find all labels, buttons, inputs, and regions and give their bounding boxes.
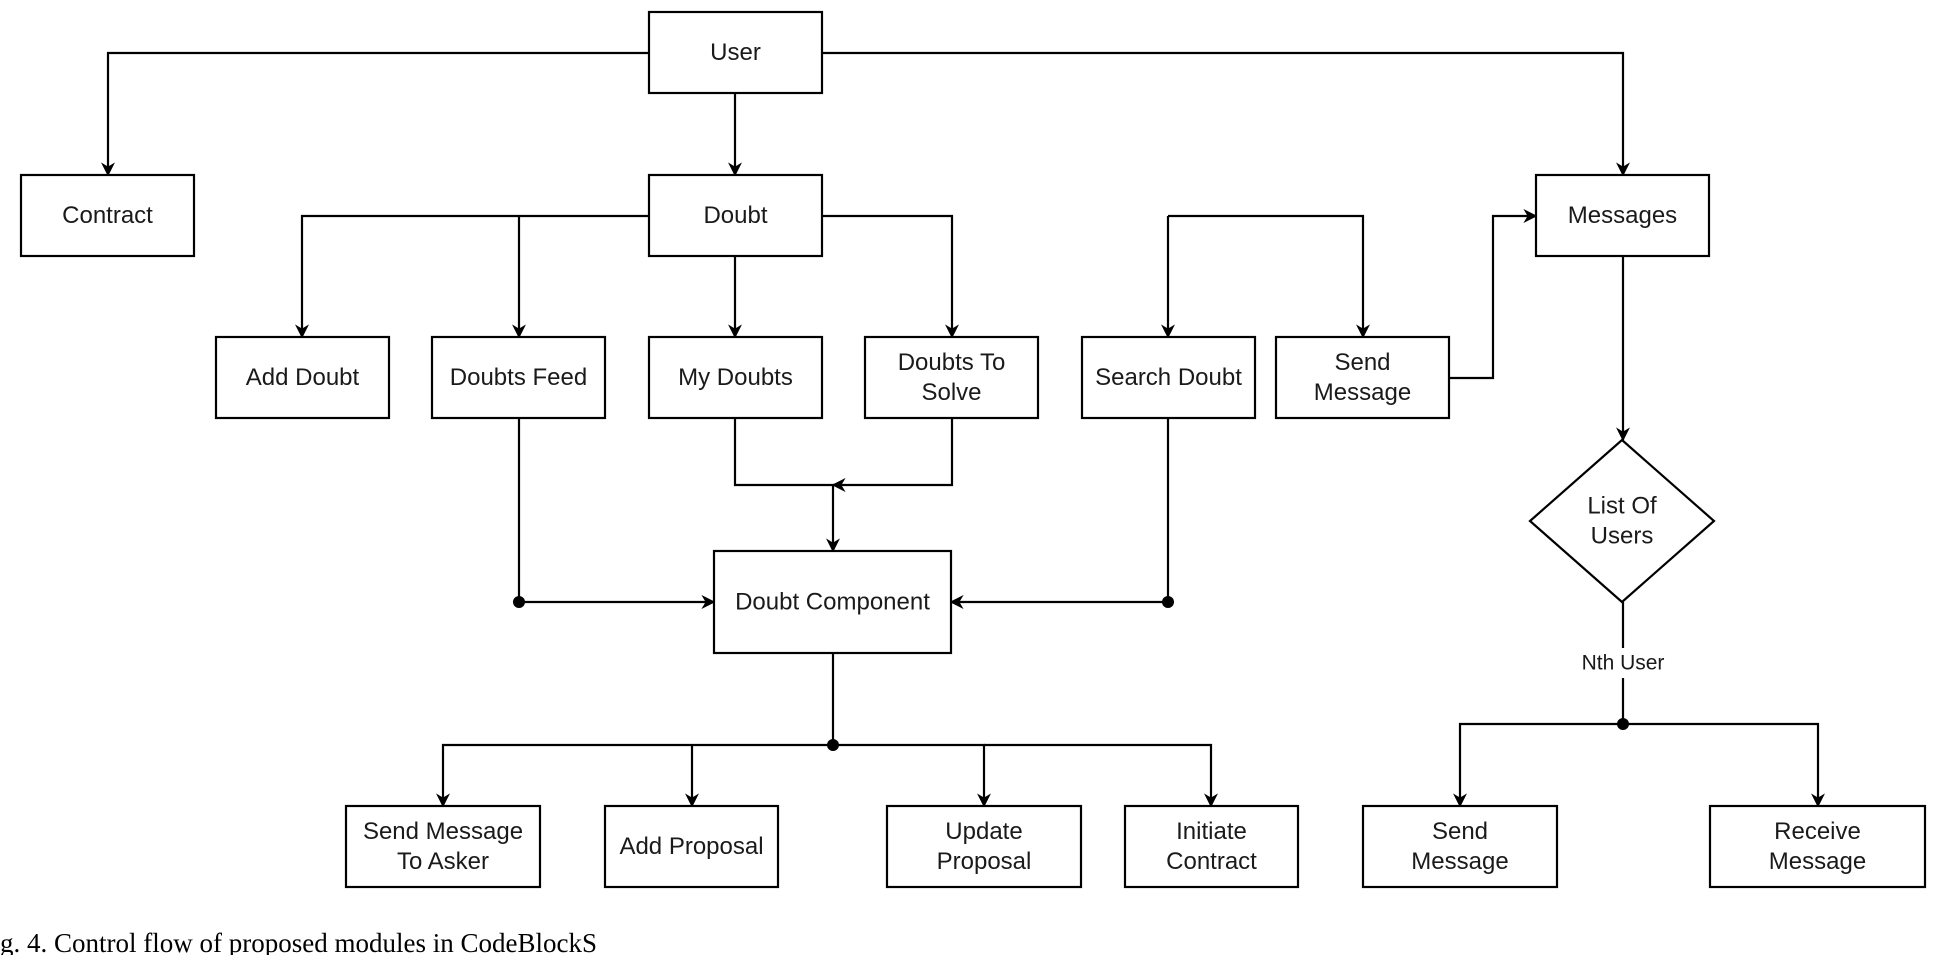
node-doubt-component: Doubt Component: [712, 549, 953, 655]
box-shape: [647, 335, 824, 420]
node-label: Message: [1314, 379, 1411, 406]
box-shape: [1123, 804, 1300, 889]
edge-doubt-component-send-message-to-asker: [436, 653, 835, 808]
box-shape: [1080, 335, 1257, 420]
box-shape: [344, 804, 542, 889]
edge-my-doubts-doubt-component: [733, 418, 840, 553]
node-label: My Doubts: [678, 364, 793, 391]
node-label: Initiate: [1176, 818, 1247, 845]
box-shape: [1708, 804, 1927, 889]
junction-dots-layer: [513, 596, 1629, 751]
node-list-of-users: List Of Users: [1528, 438, 1716, 604]
edge-list-of-users-send-message-2: [1453, 602, 1625, 808]
node-messages: Messages: [1534, 173, 1711, 258]
junction-dot: [1617, 718, 1629, 730]
node-label: Send: [1432, 818, 1488, 845]
node-label: Send Message: [363, 818, 523, 845]
junction-dot: [827, 739, 839, 751]
box-shape: [647, 10, 824, 95]
node-send-message-to-asker: Send Message To Asker: [344, 804, 542, 889]
node-label: User: [710, 39, 761, 66]
node-label: Add Proposal: [619, 833, 763, 860]
box-shape: [1274, 335, 1451, 420]
edge-doubt-component-update-proposal: [833, 743, 991, 808]
node-label: Doubts Feed: [450, 364, 587, 391]
node-label: Send: [1334, 349, 1390, 376]
node-search-doubt: Search Doubt: [1080, 335, 1257, 420]
node-contract: Contract: [19, 173, 196, 258]
node-add-doubt: Add Doubt: [214, 335, 391, 420]
node-label: Doubts To: [898, 349, 1006, 376]
edge-doubts-feed-doubt-component: [517, 418, 716, 609]
node-doubt: Doubt: [647, 173, 824, 258]
box-shape: [885, 804, 1083, 889]
node-user: User: [647, 10, 824, 95]
node-label: Doubt Component: [735, 589, 930, 616]
box-shape: [19, 173, 196, 258]
node-label: Update: [945, 818, 1022, 845]
edge-user-contract: [101, 51, 649, 177]
figure-caption: g. 4. Control flow of proposed modules i…: [0, 932, 597, 955]
node-label: Solve: [921, 379, 981, 406]
box-shape: [603, 804, 780, 889]
node-label: List Of: [1587, 493, 1657, 520]
edge-doubt-doubts-to-solve: [822, 214, 959, 339]
node-label: Message: [1769, 848, 1866, 875]
edge-send-message-messages: [1449, 209, 1538, 380]
edges-layer: Nth User: [101, 51, 1825, 808]
edge-search-doubt-doubt-component: [949, 418, 1170, 609]
node-add-proposal: Add Proposal: [603, 804, 780, 889]
box-shape: [863, 335, 1040, 420]
box-shape: [214, 335, 391, 420]
box-shape: [1534, 173, 1711, 258]
diamond-shape: [1528, 438, 1716, 604]
edge-user-messages: [822, 51, 1630, 177]
junction-dot: [1162, 596, 1174, 608]
node-label: Receive: [1774, 818, 1861, 845]
edge-label-nth-user: Nth User: [1582, 652, 1665, 675]
box-shape: [647, 173, 824, 258]
node-doubts-to-solve: Doubts To Solve: [863, 335, 1040, 420]
node-label: Add Doubt: [246, 364, 360, 391]
edge-doubts-to-solve-doubt-component: [831, 418, 954, 492]
node-label: Search Doubt: [1095, 364, 1242, 391]
node-label: Doubt: [703, 202, 767, 229]
node-label: Contract: [1166, 848, 1257, 875]
node-doubts-feed: Doubts Feed: [430, 335, 607, 420]
node-my-doubts: My Doubts: [647, 335, 824, 420]
junction-dot: [513, 596, 525, 608]
node-label: Messages: [1568, 202, 1677, 229]
box-shape: [712, 549, 953, 655]
node-label: To Asker: [397, 848, 489, 875]
edge-doubt-add-doubt: [295, 214, 649, 339]
node-label: Message: [1411, 848, 1508, 875]
box-shape: [430, 335, 607, 420]
box-shape: [1361, 804, 1559, 889]
edge-doubt-component-initiate-contract: [984, 743, 1218, 808]
node-label: Contract: [62, 202, 153, 229]
node-label: Proposal: [937, 848, 1032, 875]
edge-list-of-users-receive-message: [1623, 722, 1825, 808]
edge-doubt-send-message: [1168, 214, 1370, 339]
edge-label-background: [1571, 648, 1675, 678]
node-label: Users: [1591, 523, 1654, 550]
